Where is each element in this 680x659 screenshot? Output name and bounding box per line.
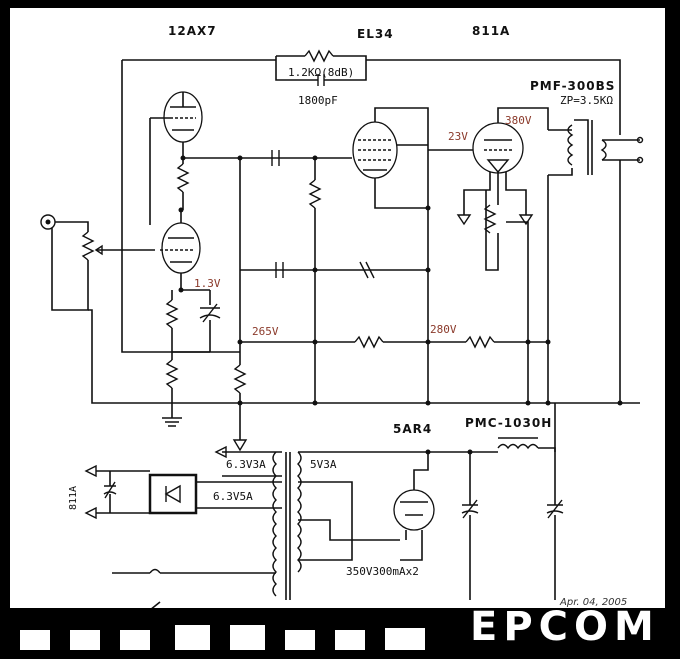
- side-811a-label: 811A: [68, 486, 79, 510]
- output-impedance-label: ZP=3.5KΩ: [560, 94, 613, 107]
- power-supply: 5AR4 PMC-1030H 6.3V3A 811A 6.3V5A: [68, 403, 627, 611]
- heater-6-3v5a-label: 6.3V5A: [213, 490, 253, 503]
- heater-6-3v3a-label: 6.3V3A: [226, 458, 266, 471]
- hv-secondary-label: 350V300mAx2: [346, 565, 419, 578]
- feedback-network: 1.2KΩ(8dB) 1800pF: [121, 49, 621, 353]
- output-transformer-label: PMF-300BS: [530, 79, 615, 93]
- feedback-cap-label: 1800pF: [298, 94, 338, 107]
- voltage-380v: 380V: [505, 114, 532, 127]
- voltage-280v: 280V: [430, 323, 457, 336]
- output-transformer: PMF-300BS ZP=3.5KΩ: [530, 79, 644, 403]
- input-section: [40, 214, 640, 404]
- tube-label-el34: EL34: [357, 27, 394, 41]
- rectifier-label: 5AR4: [393, 422, 432, 436]
- voltage-265v: 265V: [252, 325, 279, 338]
- b-plus-rail: 265V 280V: [232, 158, 623, 452]
- voltage-1-3v: 1.3V: [194, 277, 221, 290]
- tube-12ax7-upper: [149, 91, 352, 225]
- watermark-text: EPCOM: [470, 604, 660, 650]
- tube-12ax7-lower: 1.3V: [160, 207, 221, 427]
- tube-el34: [237, 107, 431, 403]
- feedback-resistor-label: 1.2KΩ(8dB): [288, 66, 354, 79]
- tube-label-811a: 811A: [472, 24, 510, 38]
- drawing-date: Apr. 04, 2005: [559, 597, 627, 608]
- watermark-blocks: [20, 625, 425, 650]
- heater-5v3a-label: 5V3A: [310, 458, 337, 471]
- tube-label-12ax7: 12AX7: [168, 24, 217, 38]
- choke-label: PMC-1030H: [465, 416, 552, 430]
- voltage-23v: 23V: [448, 130, 468, 143]
